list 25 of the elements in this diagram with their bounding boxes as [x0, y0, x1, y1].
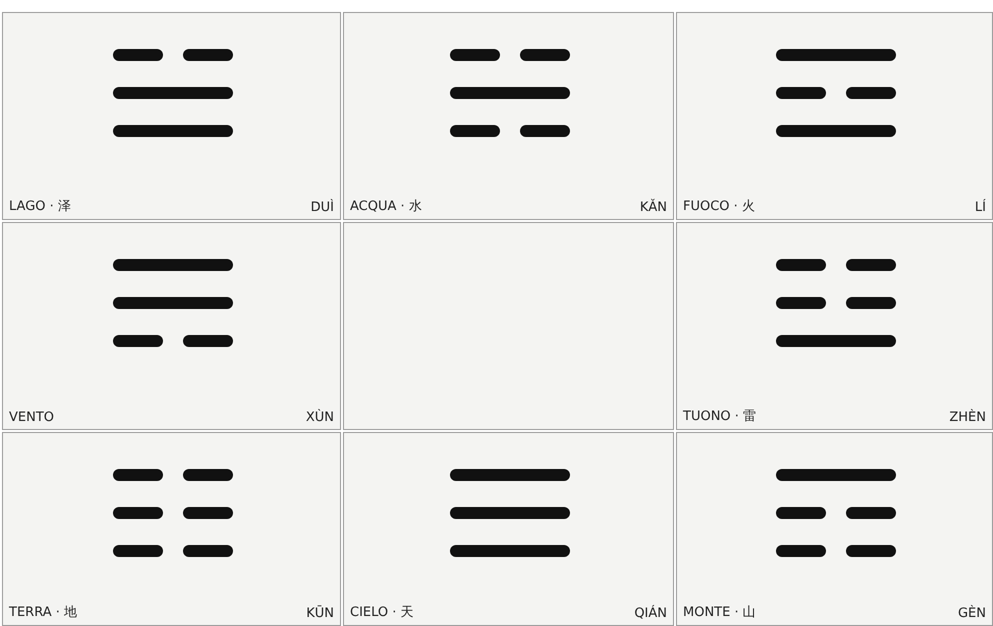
card	[343, 432, 674, 626]
card	[343, 12, 674, 220]
pinyin-label: LÍ	[974, 200, 986, 215]
card	[343, 222, 674, 430]
pinyin-label: QIÁN	[634, 606, 667, 621]
card	[2, 432, 341, 626]
pinyin-label: ZHÈN	[949, 410, 986, 425]
card	[2, 222, 341, 430]
trigram-name: FUOCO · 火	[683, 198, 755, 215]
card	[676, 12, 993, 220]
pinyin-label: DUÌ	[310, 200, 334, 215]
trigram-name: VENTO	[9, 410, 54, 425]
trigram-name: CIELO · 天	[350, 604, 414, 621]
card	[2, 12, 341, 220]
pinyin-label: KŪN	[306, 606, 334, 621]
pinyin-label: GÈN	[958, 606, 986, 621]
trigram-name: LAGO · 泽	[9, 198, 71, 215]
pinyin-label: KǍN	[640, 200, 667, 215]
trigram-name: TUONO · 雷	[683, 408, 756, 425]
pinyin-label: XÙN	[306, 410, 334, 425]
trigram-name: ACQUA · 水	[350, 198, 422, 215]
trigram-name: TERRA · 地	[9, 604, 77, 621]
trigram-name: MONTE · 山	[683, 604, 756, 621]
card	[676, 222, 993, 430]
card	[676, 432, 993, 626]
